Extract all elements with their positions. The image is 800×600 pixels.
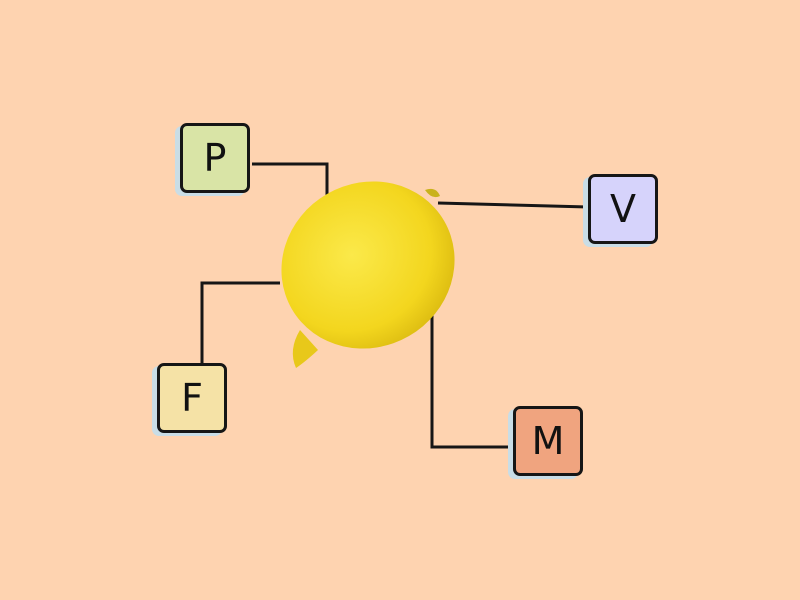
connector-f <box>200 281 280 363</box>
node-p-label: P <box>203 136 227 180</box>
node-f-label: F <box>181 376 203 420</box>
connector-v <box>437 201 589 209</box>
node-v: V <box>588 174 658 244</box>
node-m: M <box>513 406 583 476</box>
connector-lines <box>200 162 589 449</box>
connector-p <box>252 162 329 197</box>
node-p: P <box>180 123 250 193</box>
node-v-label: V <box>610 187 636 231</box>
connector-m <box>430 315 513 449</box>
node-f: F <box>157 363 227 433</box>
lemon-image <box>281 181 455 368</box>
node-m-label: M <box>531 419 565 463</box>
